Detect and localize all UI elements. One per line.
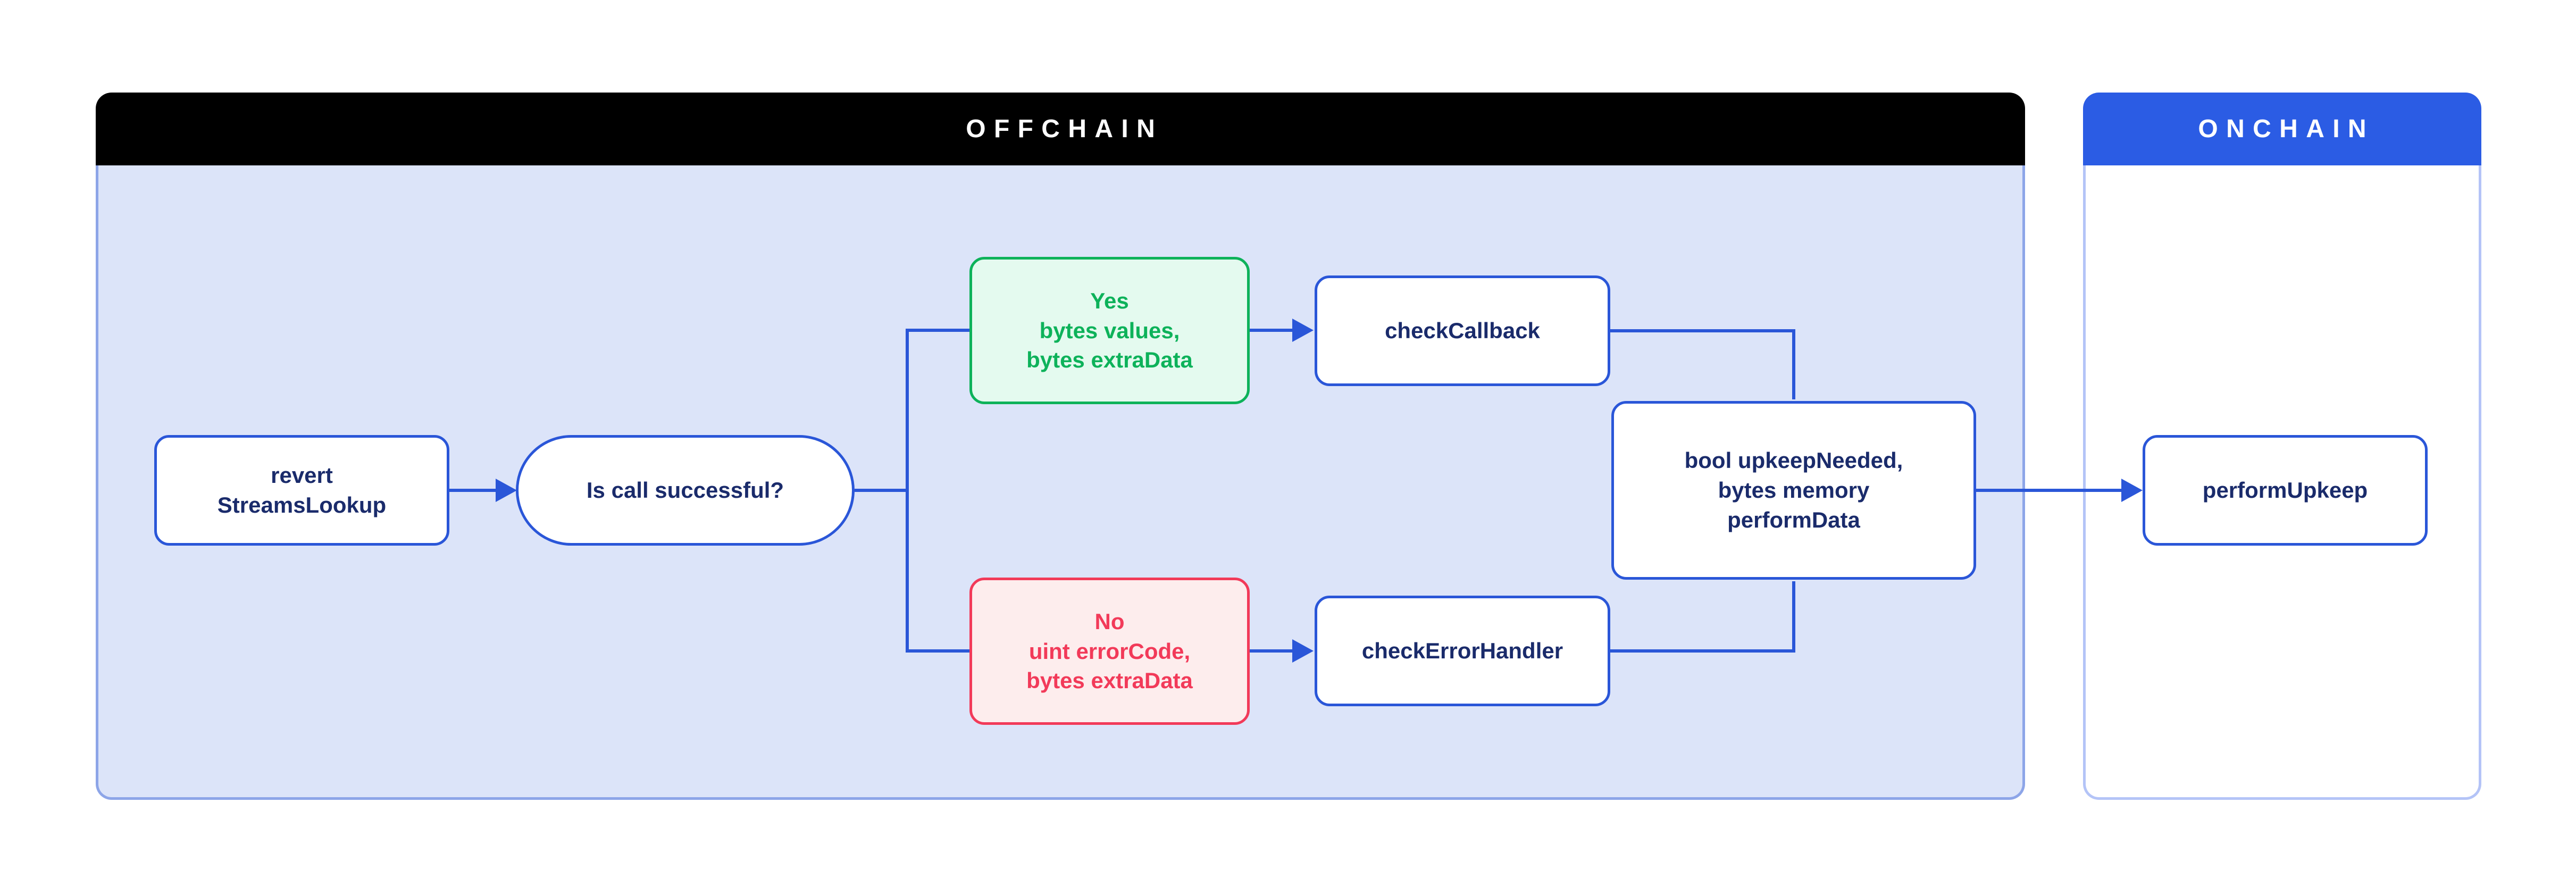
node-revert-streams-lookup: revert StreamsLookup bbox=[154, 435, 449, 546]
offchain-title: OFFCHAIN bbox=[966, 115, 1164, 143]
node-revert-streams-lookup-label: revert StreamsLookup bbox=[217, 463, 387, 517]
node-yes-branch: Yes bytes values, bytes extraData bbox=[969, 257, 1250, 404]
onchain-header: ONCHAIN bbox=[2083, 93, 2481, 165]
node-perform-upkeep-label: performUpkeep bbox=[2202, 478, 2368, 503]
node-check-callback: checkCallback bbox=[1315, 275, 1610, 386]
node-no-branch-label: No uint errorCode, bytes extraData bbox=[1026, 608, 1193, 693]
node-check-error-handler: checkErrorHandler bbox=[1315, 596, 1610, 706]
offchain-header: OFFCHAIN bbox=[96, 93, 2025, 165]
node-yes-branch-label: Yes bytes values, bytes extraData bbox=[1026, 288, 1193, 373]
node-is-call-successful: Is call successful? bbox=[516, 435, 855, 546]
node-check-callback-label: checkCallback bbox=[1385, 318, 1540, 344]
onchain-title: ONCHAIN bbox=[2198, 115, 2374, 143]
node-is-call-successful-label: Is call successful? bbox=[586, 478, 784, 503]
node-no-branch: No uint errorCode, bytes extraData bbox=[969, 578, 1250, 725]
node-upkeep-result: bool upkeepNeeded, bytes memory performD… bbox=[1611, 401, 1976, 580]
node-check-error-handler-label: checkErrorHandler bbox=[1361, 638, 1563, 664]
node-upkeep-result-label: bool upkeepNeeded, bytes memory performD… bbox=[1684, 448, 1903, 532]
node-perform-upkeep: performUpkeep bbox=[2143, 435, 2428, 546]
